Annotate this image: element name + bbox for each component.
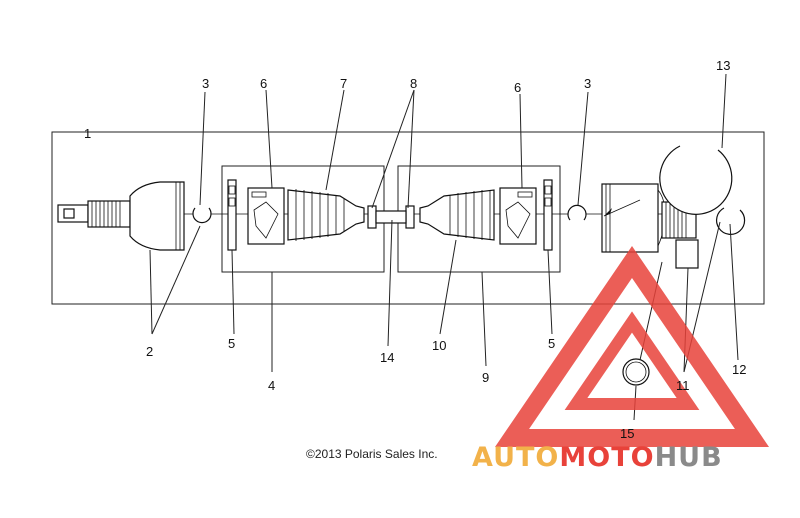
assembly-frame [51,131,765,305]
callout-3-right: 3 [584,76,591,91]
circlip-left [192,207,212,224]
copyright-text: ©2013 Polaris Sales Inc. [306,447,438,461]
callout-5-left: 5 [228,336,235,351]
instruction-sheet-left [247,187,285,245]
clamp-right [405,205,415,229]
snap-ring-small [715,207,746,235]
callout-2: 2 [146,344,153,359]
boot-left [287,189,365,241]
inner-cv-joint [601,183,665,253]
connector-14 [375,210,407,224]
snap-ring-large [659,145,733,215]
callout-14: 14 [380,350,394,365]
callout-5-right: 5 [548,336,555,351]
retainer-left [227,179,237,251]
callout-7: 7 [340,76,347,91]
callout-12: 12 [732,362,746,377]
watermark-part-hub: HUB [655,442,723,473]
watermark-part-moto: MOTO [559,442,654,473]
callout-4: 4 [268,378,275,393]
clamp-left [367,205,377,229]
callout-3-left: 3 [202,76,209,91]
callout-13: 13 [716,58,730,73]
retainer-right [543,179,553,251]
watermark-triangle-outer [494,246,770,447]
watermark-text: AUTOMOTOHUB [472,442,723,473]
circlip-right [567,204,587,221]
boot-right [419,189,495,241]
instruction-sheet-right [499,187,537,245]
outer-cv-joint [57,181,185,251]
callout-1: 1 [84,126,91,141]
svg-text:AUTOMOTOHUB: AUTOMOTOHUB [472,442,723,473]
callout-6-left: 6 [260,76,267,91]
watermark-logo [494,246,770,447]
callout-6-right: 6 [514,80,521,95]
watermark-triangle-inner [564,311,700,410]
callout-9: 9 [482,370,489,385]
ring-15 [622,358,650,386]
watermark-part-auto: AUTO [472,442,559,473]
callout-15: 15 [620,426,634,441]
callout-8: 8 [410,76,417,91]
callout-11: 11 [676,378,690,393]
callout-10: 10 [432,338,446,353]
